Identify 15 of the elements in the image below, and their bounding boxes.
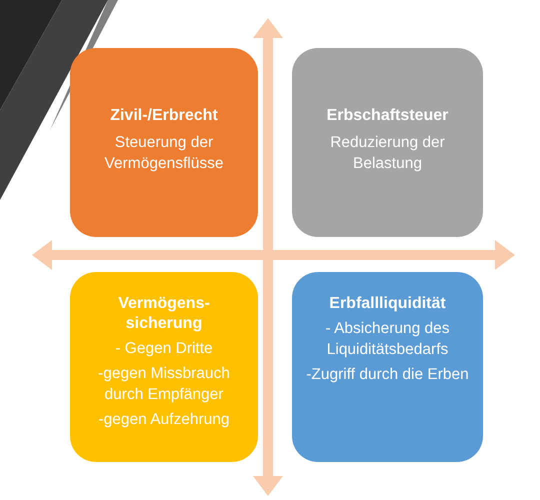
box-text: Reduzierung der Belastung [329, 133, 446, 174]
box-text: -gegen Aufzehrung [98, 410, 230, 430]
box-text: -gegen Missbrauch durch Empfänger [97, 364, 231, 405]
category-box [292, 48, 483, 237]
box-text: Steuerung der Vermögensflüsse [104, 133, 224, 174]
box-title: Vermögens- sicherung [117, 294, 211, 334]
box-text: - Absicherung des Liquiditätsbedarfs [324, 319, 451, 360]
box-title: Erbfallliquidität [329, 294, 446, 314]
category-box [292, 272, 483, 462]
category-box [70, 48, 258, 237]
box-title: Erbschaftsteuer [326, 106, 448, 126]
category-box [70, 272, 258, 462]
box-text: -Zugriff durch die Erben [306, 365, 469, 385]
box-title: Zivil-/Erbrecht [110, 106, 218, 126]
box-text: - Gegen Dritte [115, 339, 213, 359]
